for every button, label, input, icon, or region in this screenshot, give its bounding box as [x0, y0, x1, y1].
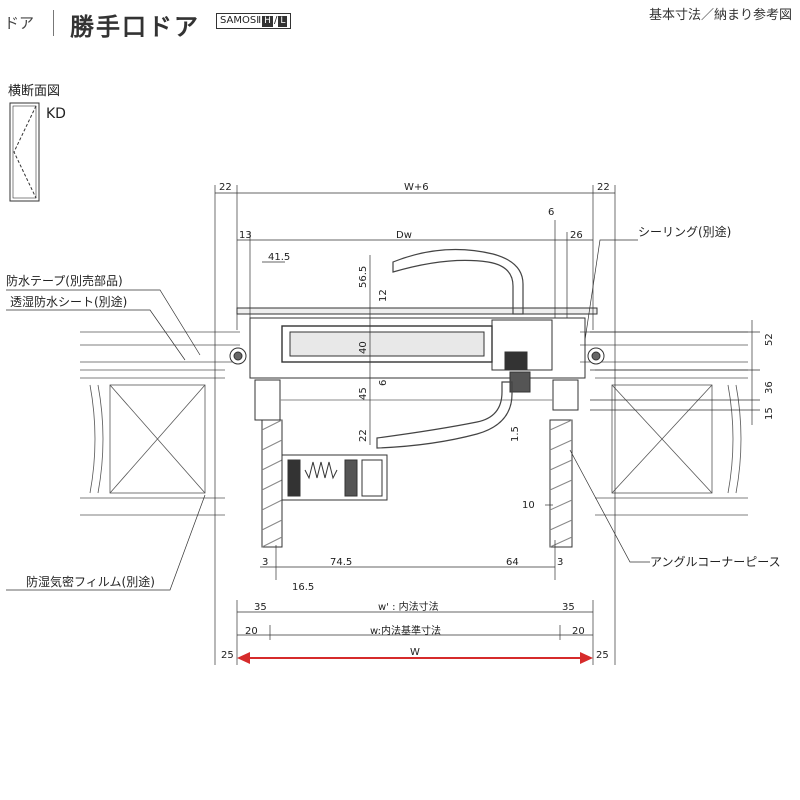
dim-w: W [410, 647, 420, 658]
dim-1-5: 1.5 [510, 426, 521, 442]
variant-l: L [278, 15, 288, 27]
variant-sep: / [273, 15, 278, 26]
dim-13: 13 [239, 230, 252, 241]
category-label: ドア [4, 14, 35, 32]
dimension-labels: 22 W+6 22 6 13 Dw 26 41.5 56.5 12 52 40 … [219, 182, 775, 661]
dim-15: 15 [764, 407, 775, 420]
leader-lines [6, 239, 650, 591]
dim-10: 10 [522, 500, 535, 511]
dim-35-right: 35 [562, 602, 575, 613]
dim-52: 52 [764, 333, 775, 346]
dim-25-right: 25 [596, 650, 609, 661]
callout-labels: シーリング(別途) 防水テープ(別売部品) 透湿防水シート(別途) アングルコー… [6, 224, 781, 589]
right-wall [580, 331, 748, 516]
header: ドア 勝手口ドア SAMOSⅡ H / L 基本寸法／納まり参考図 [0, 0, 800, 41]
dim-inner-size: w' : 内法寸法 [378, 600, 439, 613]
sheet-title: 基本寸法／納まり参考図 [648, 8, 792, 23]
dim-w-plus-6: W+6 [404, 182, 429, 193]
callout-moisture-sheet: 透湿防水シート(別途) [10, 294, 127, 309]
dim-22-left: 22 [219, 182, 232, 193]
sealant-beads [229, 347, 605, 365]
door-symbol [9, 102, 40, 202]
dim-36: 36 [764, 381, 775, 394]
section-title: 横断面図 [8, 84, 61, 99]
casing-trim [261, 419, 573, 548]
product-name: SAMOSⅡ [220, 15, 262, 26]
dim-56-5: 56.5 [358, 266, 369, 288]
callout-sealing: シーリング(別途) [638, 224, 731, 239]
dim-35-left: 35 [254, 602, 267, 613]
dim-22-vertical: 22 [358, 429, 369, 442]
dim-64: 64 [506, 557, 519, 568]
dim-41-5: 41.5 [268, 252, 290, 263]
dimension-lines [214, 185, 760, 665]
callout-vapor-film: 防湿気密フィルム(別途) [26, 574, 155, 589]
dim-74-5: 74.5 [330, 557, 352, 568]
callout-angle-piece: アングルコーナーピース [650, 555, 781, 569]
lock-mechanism [281, 454, 388, 501]
dim-25-left: 25 [221, 650, 234, 661]
dim-20-left: 20 [245, 626, 258, 637]
dim-3-right: 3 [557, 557, 563, 568]
dim-40: 40 [358, 341, 369, 354]
left-wall [80, 331, 240, 516]
dim-3-left: 3 [262, 557, 268, 568]
dim-dw: Dw [396, 230, 412, 241]
page-title: 勝手口ドア [70, 13, 200, 41]
door-frame [236, 307, 598, 421]
dim-12: 12 [378, 289, 389, 302]
callout-waterproof-tape: 防水テープ(別売部品) [6, 273, 123, 288]
title-divider [53, 10, 54, 36]
dim-45: 45 [358, 387, 369, 400]
dim-6: 6 [548, 207, 554, 218]
dim-6-vertical: 6 [378, 380, 389, 386]
door-symbol-label: KD [46, 106, 66, 122]
product-badge: SAMOSⅡ H / L [216, 13, 292, 29]
dim-20-right: 20 [572, 626, 585, 637]
dim-16-5: 16.5 [292, 582, 314, 593]
dim-inner-standard: w:内法基準寸法 [370, 624, 441, 637]
door-handle [376, 248, 524, 449]
dim-26: 26 [570, 230, 583, 241]
dim-22-right: 22 [597, 182, 610, 193]
variant-h: H [262, 15, 273, 27]
w-dimension-arrow [237, 652, 593, 664]
